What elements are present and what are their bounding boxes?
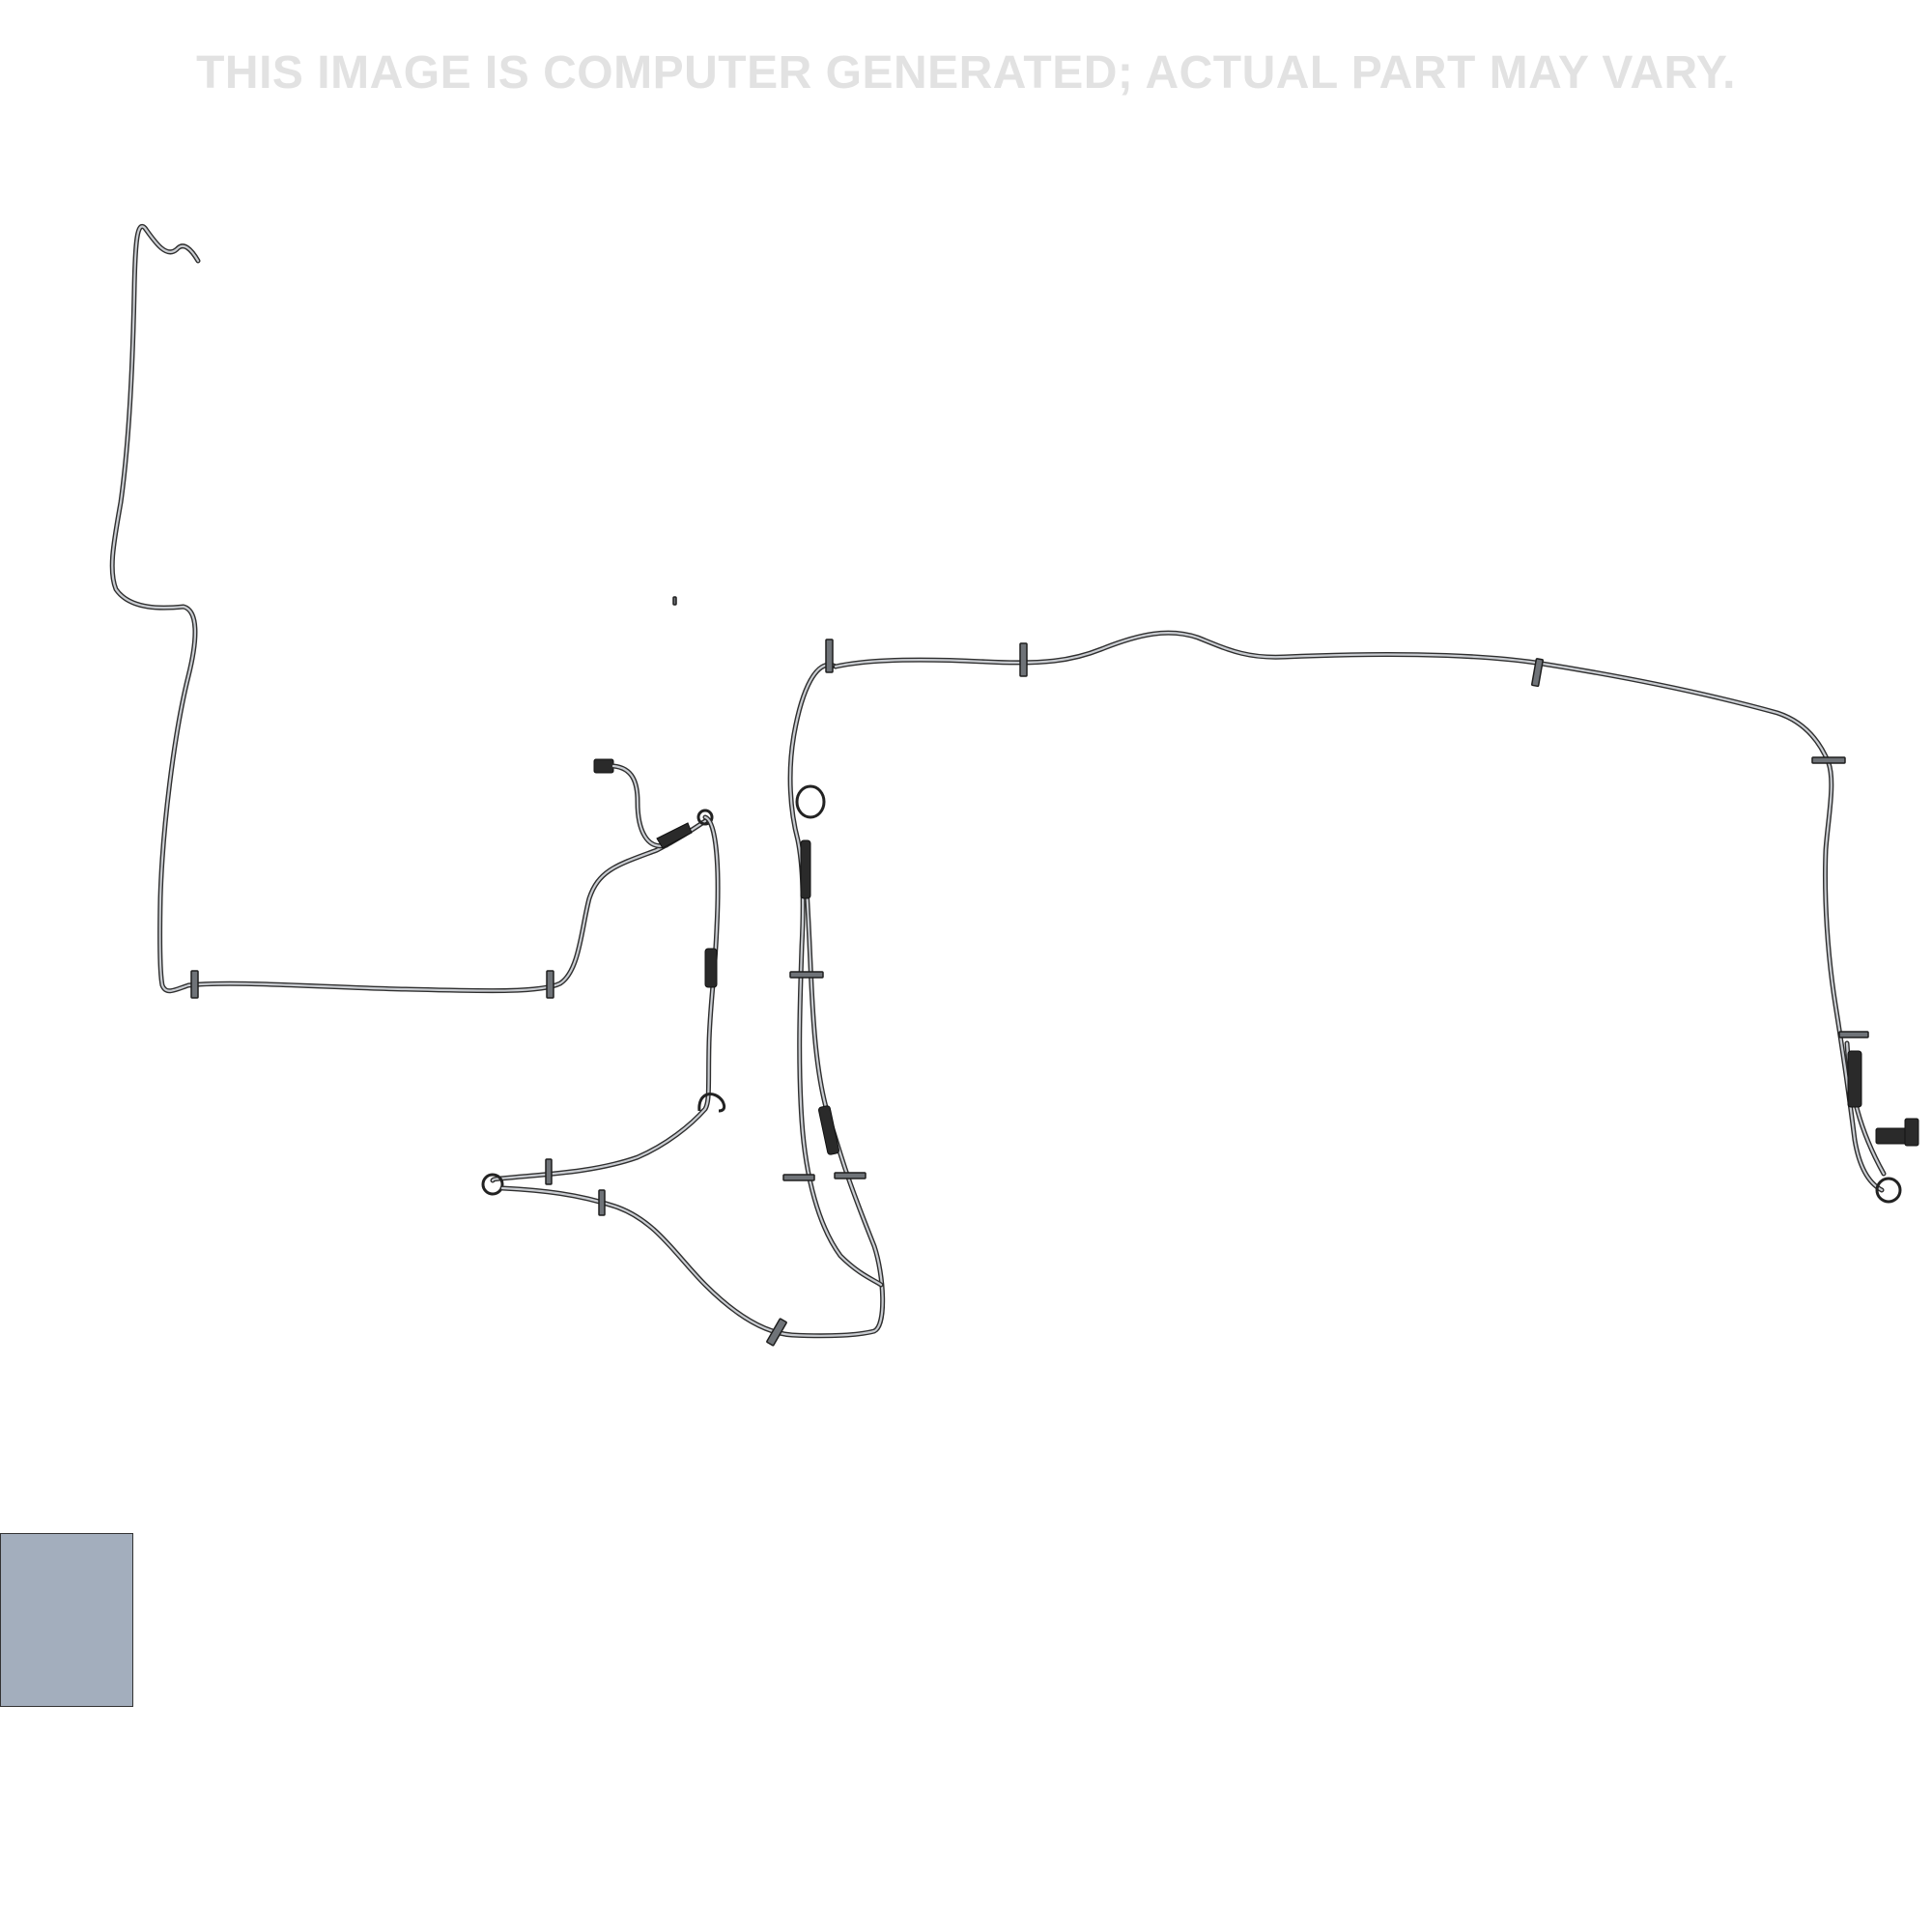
left-tube-line <box>109 223 708 994</box>
tube-clips <box>190 596 1869 1347</box>
sensor-connector <box>593 758 714 849</box>
center-tube-lines <box>787 662 884 1288</box>
lower-loop-line <box>499 1108 886 1339</box>
middle-tube-line <box>481 814 726 1196</box>
top-right-tube-line <box>833 630 1919 1204</box>
disclaimer-watermark: THIS IMAGE IS COMPUTER GENERATED; ACTUAL… <box>196 47 1736 99</box>
color-swatch <box>0 1533 133 1707</box>
